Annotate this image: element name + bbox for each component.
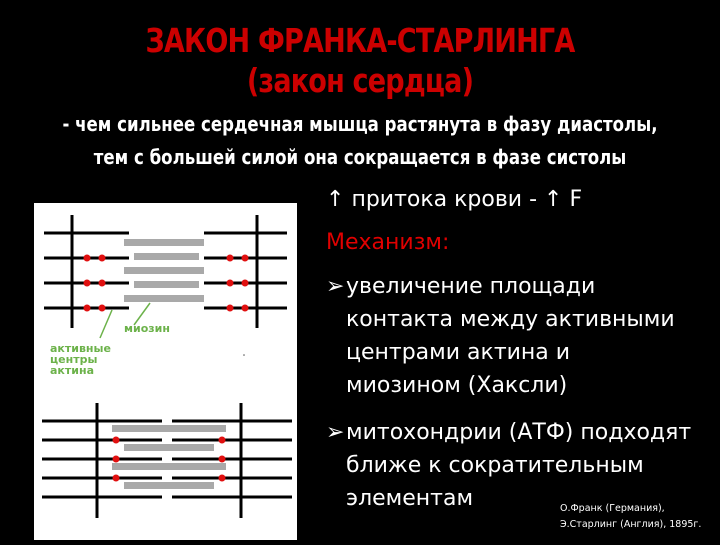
active-center-dot <box>98 279 106 287</box>
force-symbol: F <box>569 187 583 212</box>
bullet-line: контакта между активными <box>346 307 675 332</box>
myosin-filament <box>112 425 226 432</box>
active-center-dot <box>112 455 120 463</box>
actin-centers-label: активные центры актина <box>50 343 111 376</box>
active-center-dot <box>241 304 249 312</box>
active-center-dot <box>112 436 120 444</box>
slide-title: ЗАКОН ФРАНКА-СТАРЛИНГА <box>145 21 576 60</box>
active-center-dot <box>83 279 91 287</box>
active-center-dot <box>112 474 120 482</box>
actin-label-line: активные <box>50 342 111 355</box>
blood-inflow-line: ↑ притока крови - ↑ F <box>326 187 582 212</box>
credit-line-1: О.Франк (Германия), <box>560 503 665 514</box>
mechanism-heading: Механизм: <box>326 230 450 255</box>
active-center-dot <box>83 254 91 262</box>
bullet-line: элементам <box>346 486 474 511</box>
actin-label-line: актина <box>50 364 94 377</box>
myosin-filament <box>134 281 199 288</box>
bullet-item: ➢увеличение площади контакта между актив… <box>326 270 675 402</box>
up-arrow-icon: ↑ <box>544 187 563 212</box>
active-center-dot <box>226 279 234 287</box>
myosin-filament <box>124 482 214 489</box>
active-center-dot <box>98 254 106 262</box>
myosin-filament <box>134 253 199 260</box>
contracted-sarcomere <box>42 403 292 518</box>
bullet-line: митохондрии (АТФ) подходят <box>346 420 692 445</box>
bullet-item: ➢митохондрии (АТФ) подходят ближе к сокр… <box>326 416 691 515</box>
credit-line-2: Э.Старлинг (Англия), 1895г. <box>560 519 702 530</box>
up-arrow-icon: ↑ <box>326 187 345 212</box>
myosin-filament <box>112 463 226 470</box>
stretched-sarcomere <box>44 215 287 339</box>
active-center-dot <box>83 304 91 312</box>
myosin-filament <box>124 444 214 451</box>
myosin-label: миозин <box>124 322 170 335</box>
active-center-dot <box>241 279 249 287</box>
definition-line-1: - чем сильнее сердечная мышца растянута … <box>62 112 658 136</box>
active-center-dot <box>98 304 106 312</box>
bullet-line: ближе к сократительным <box>346 453 644 478</box>
myosin-filament <box>124 239 204 246</box>
speck <box>243 354 245 356</box>
sarcomere-diagram: миозин активные центры актина <box>34 203 297 540</box>
slide-title-subtitle: (закон сердца) <box>246 61 474 100</box>
inflow-text: притока крови - <box>351 187 538 212</box>
active-center-dot <box>218 436 226 444</box>
bullet-line: миозином (Хаксли) <box>346 373 568 398</box>
bullet-line: увеличение площади <box>346 274 596 299</box>
label-pointer <box>133 302 151 326</box>
arrow-bullet-icon: ➢ <box>326 420 345 445</box>
active-center-dot <box>226 254 234 262</box>
active-center-dot <box>241 254 249 262</box>
arrow-bullet-icon: ➢ <box>326 274 345 299</box>
label-pointer <box>99 309 113 339</box>
active-center-dot <box>218 474 226 482</box>
definition-line-2: тем с большей силой она сокращается в фа… <box>93 145 627 169</box>
sarcomere-diagram-svg <box>42 215 292 518</box>
active-center-dot <box>226 304 234 312</box>
active-center-dot <box>218 455 226 463</box>
actin-label-line: центры <box>50 353 98 366</box>
myosin-filament <box>124 267 204 274</box>
bullet-line: центрами актина и <box>346 340 571 365</box>
myosin-filament <box>124 295 204 302</box>
